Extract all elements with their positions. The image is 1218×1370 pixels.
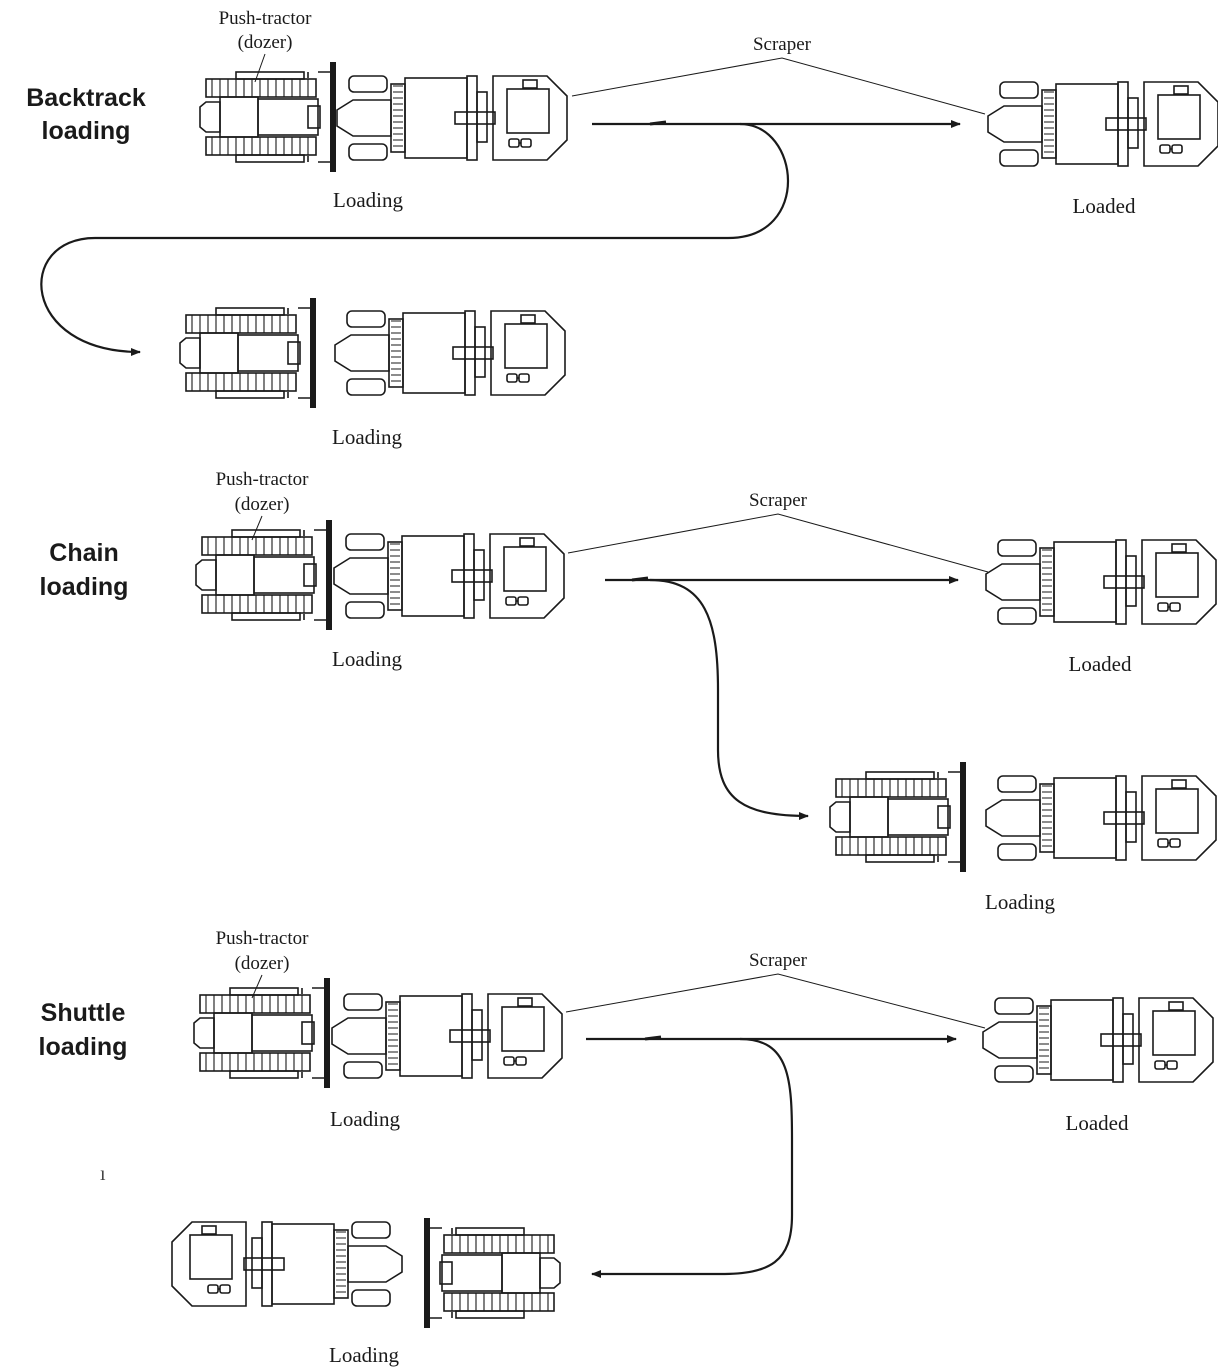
loaded-label: Loaded <box>1073 194 1136 218</box>
scraper-next-loading-mirrored <box>171 1221 403 1307</box>
push-tractor-leader <box>251 974 263 999</box>
push-tractor-dozer-mirrored <box>423 1217 561 1329</box>
return-loading-label: Loading <box>985 890 1055 914</box>
push-tractor-sublabel: (dozer) <box>235 953 290 974</box>
mid-arrow-tick <box>649 120 667 126</box>
push-tractor-dozer <box>193 977 331 1089</box>
loaded-label: Loaded <box>1069 652 1132 676</box>
scraper-leader-lines <box>571 57 986 115</box>
loading-label: Loading <box>330 1107 400 1131</box>
scraper-next-loading <box>334 310 566 396</box>
section-title-line2: loading <box>42 117 131 145</box>
scraper-label: Scraper <box>753 34 812 55</box>
push-tractor-dozer <box>195 519 333 631</box>
return-loading-label: Loading <box>332 425 402 449</box>
section-title-line1: Chain <box>49 539 118 567</box>
mid-arrow-tick <box>644 1035 662 1041</box>
push-tractor-leader <box>251 515 263 541</box>
mid-arrow-tick <box>631 576 649 582</box>
return-loading-label: Loading <box>329 1343 399 1367</box>
loading-label: Loading <box>333 188 403 212</box>
push-tractor-sublabel: (dozer) <box>235 494 290 515</box>
scan-mark: ı <box>100 1163 106 1185</box>
backtrack-section: Backtrack loading Push-tractor (dozer) S… <box>26 8 1218 449</box>
scraper-label: Scraper <box>749 490 808 511</box>
shuttle-section: Shuttle loading Push-tractor (dozer) Scr… <box>39 928 1214 1367</box>
push-tractor-leader <box>254 53 266 83</box>
scraper-leader-lines <box>565 973 986 1029</box>
scraper-loaded <box>987 81 1218 167</box>
push-tractor-label: Push-tractor <box>219 8 313 29</box>
section-title-line1: Shuttle <box>41 999 126 1027</box>
push-tractor-label: Push-tractor <box>216 928 310 949</box>
chain-section: Chain loading Push-tractor (dozer) Scrap… <box>40 469 1217 914</box>
scraper-next-loading <box>985 775 1217 861</box>
chain-next-path <box>649 578 809 820</box>
scraper-loaded <box>985 539 1217 625</box>
section-title-line2: loading <box>40 573 129 601</box>
loaded-label: Loaded <box>1066 1111 1129 1135</box>
scraper-leader-lines <box>567 513 989 573</box>
backtrack-return-path <box>40 122 789 356</box>
push-tractor-sublabel: (dozer) <box>238 32 293 53</box>
push-tractor-label: Push-tractor <box>216 469 310 490</box>
scraper-loading <box>336 75 568 161</box>
scraper-loaded <box>982 997 1214 1083</box>
section-title-line2: loading <box>39 1033 128 1061</box>
scraper-label: Scraper <box>749 950 808 971</box>
section-title-line1: Backtrack <box>26 84 146 112</box>
push-tractor-dozer-next <box>829 761 967 873</box>
shuttle-return-path <box>591 1037 794 1278</box>
push-tractor-dozer-return <box>179 297 317 409</box>
scraper-loading <box>333 533 565 619</box>
scraper-loading <box>331 993 563 1079</box>
push-tractor-dozer <box>199 61 337 173</box>
loading-label: Loading <box>332 647 402 671</box>
